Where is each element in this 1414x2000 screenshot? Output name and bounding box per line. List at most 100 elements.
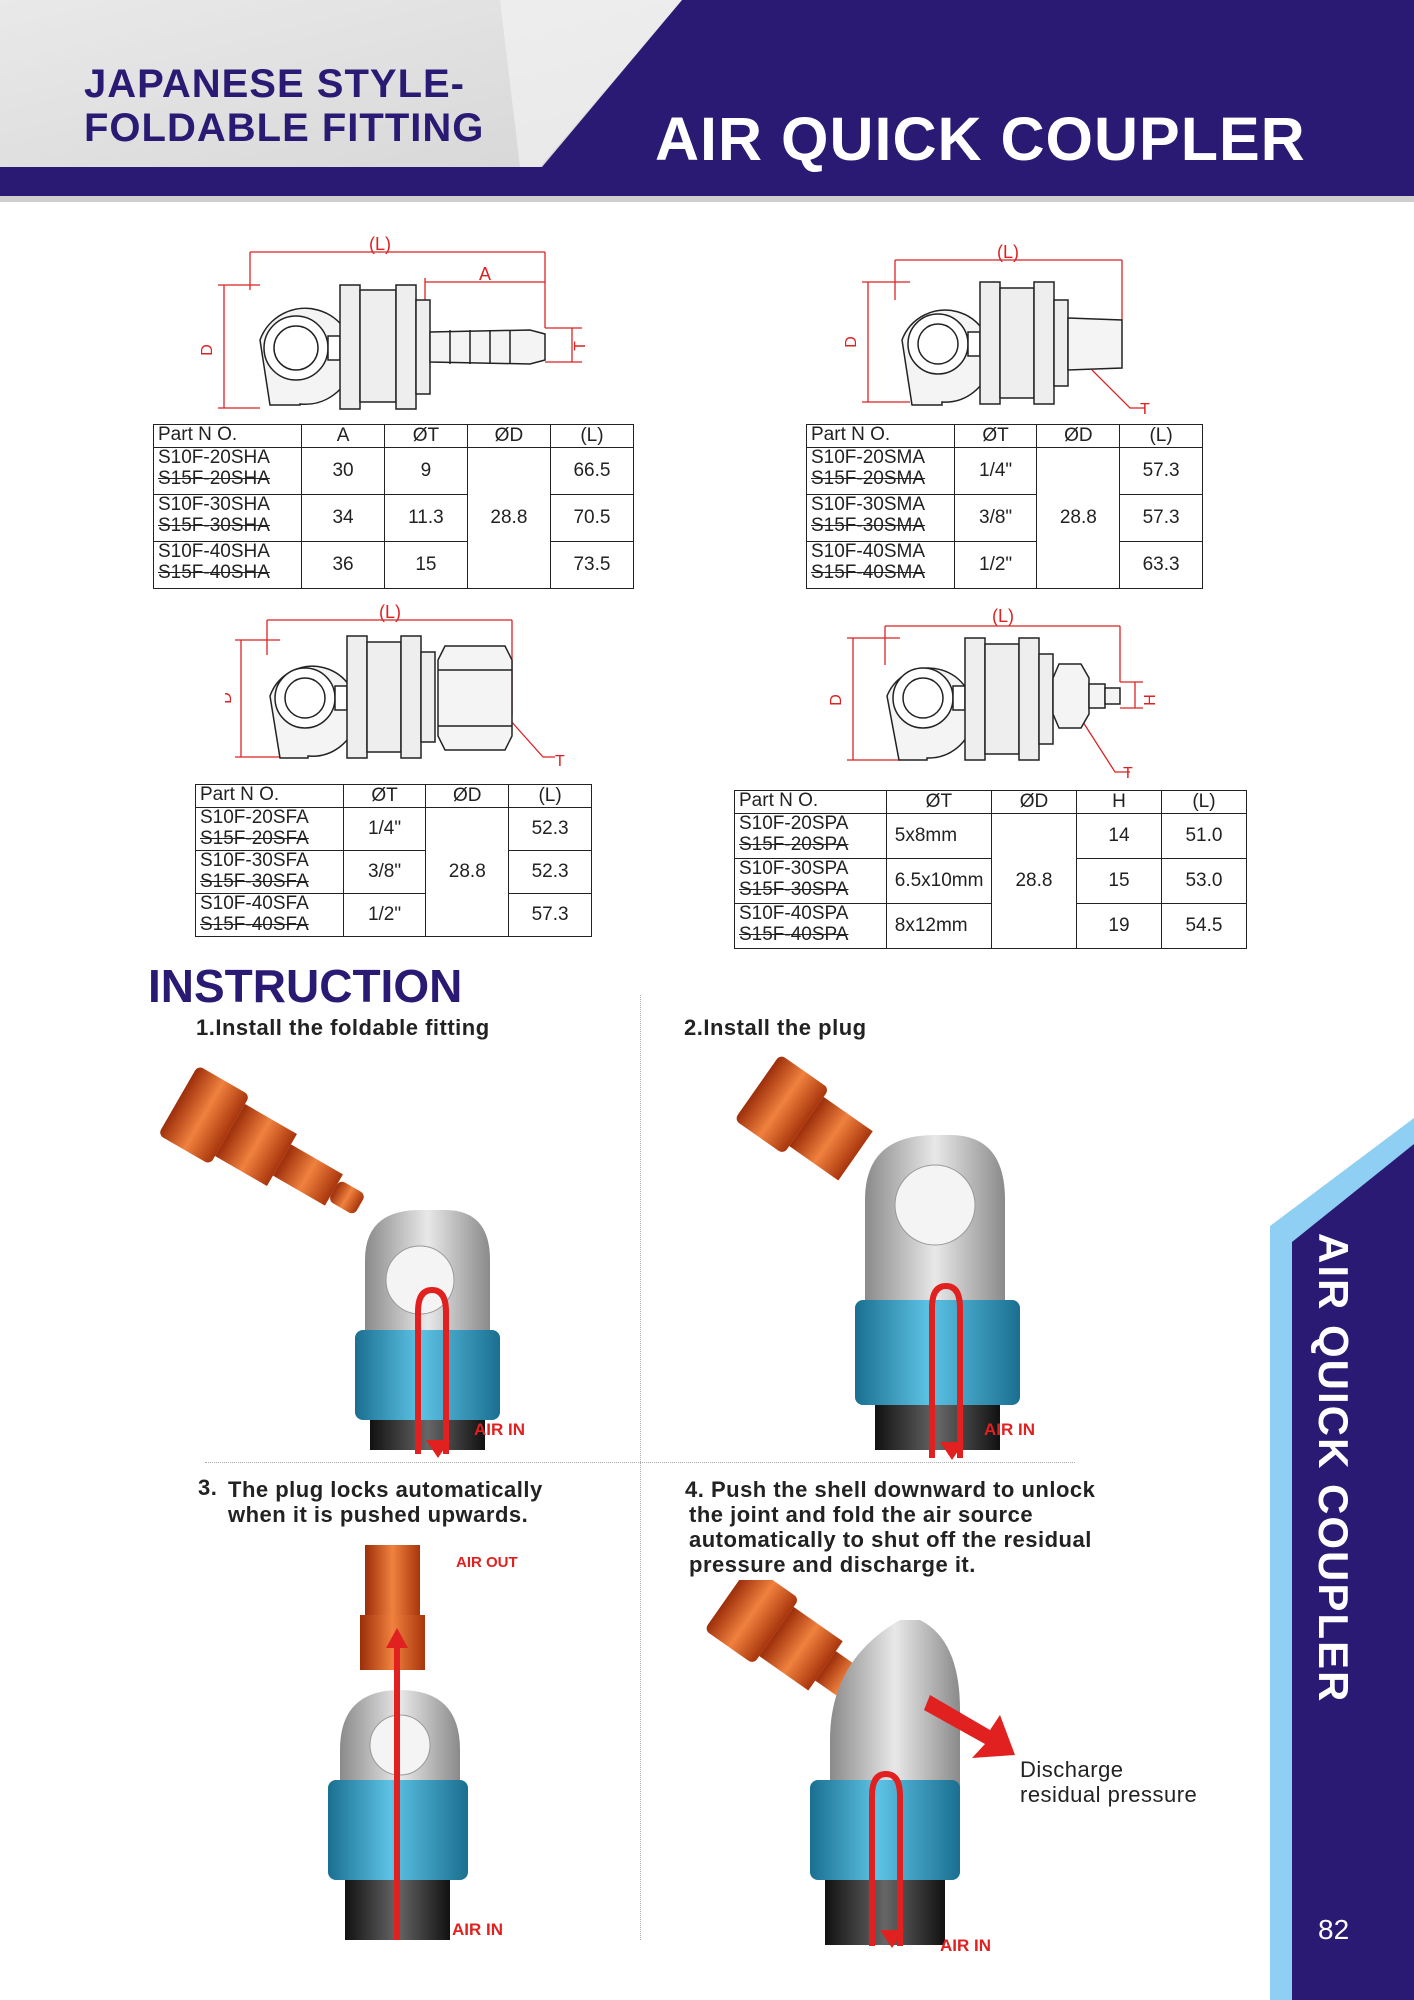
table-header: A — [301, 424, 385, 448]
table-cell: 54.5 — [1160, 903, 1248, 949]
table-cell: 3/8" — [342, 850, 427, 894]
table-header: (L) — [1119, 424, 1203, 448]
dim-label-l: (L) — [997, 242, 1019, 262]
part-number: S15F-20SFA — [200, 828, 309, 849]
table-cell: 15 — [1075, 858, 1162, 904]
air-in-label: AIR IN — [984, 1420, 1035, 1439]
step-1-illustration — [160, 1067, 500, 1458]
table-cell: 63.3 — [1119, 541, 1203, 589]
table-header: ØD — [425, 784, 510, 808]
step-3-number: 3. — [198, 1475, 218, 1500]
table-cell: 57.3 — [1119, 447, 1203, 495]
table-header: ØD — [1036, 424, 1121, 448]
air-in-label: AIR IN — [940, 1936, 991, 1955]
table-cell: 57.3 — [1119, 494, 1203, 542]
step-3-text: The plug locks automatically when it is … — [228, 1477, 543, 1527]
part-number: S10F-40SFA — [200, 893, 309, 914]
table-cell: 28.8 — [466, 447, 551, 589]
step-4-line: automatically to shut off the residual — [689, 1527, 1092, 1552]
step-4-illustration — [706, 1580, 1015, 1948]
table-cell: 6.5x10mm — [885, 858, 992, 904]
divider-vertical — [640, 995, 641, 1940]
table-header: (L) — [549, 424, 635, 448]
step-2-text: 2.Install the plug — [684, 1015, 867, 1040]
drawing-spa: (L) D H T — [828, 606, 1159, 780]
dim-label-d: D — [200, 344, 216, 356]
dim-label-d: D — [225, 692, 235, 704]
part-number: S10F-40SMA — [811, 541, 926, 562]
dim-label-t: T — [555, 753, 565, 770]
discharge-label: Discharge residual pressure — [1020, 1757, 1197, 1807]
table-cell: 53.0 — [1160, 858, 1248, 904]
table-cell: 34 — [301, 494, 385, 542]
part-number: S10F-20SPA — [739, 813, 849, 834]
dim-label-l: (L) — [992, 606, 1014, 626]
dim-label-t: T — [572, 341, 589, 351]
step-4-text: 4. Push the shell downward to unlock the… — [685, 1477, 1095, 1577]
part-number: S10F-20SMA — [811, 447, 926, 468]
dim-label-t: T — [1123, 765, 1133, 780]
table-header: ØD — [990, 790, 1077, 814]
air-in-label: AIR IN — [452, 1920, 503, 1939]
dim-label-t: T — [1140, 401, 1150, 418]
table-header: ØD — [466, 424, 551, 448]
step-3-line: The plug locks automatically — [228, 1477, 543, 1502]
part-number: S15F-40SFA — [200, 914, 309, 935]
header-subtitle-line1: JAPANESE STYLE- — [84, 62, 465, 106]
part-number: S15F-20SPA — [739, 834, 849, 855]
part-number: S15F-30SPA — [739, 879, 849, 900]
table-cell: 14 — [1075, 813, 1162, 859]
table-header: (L) — [1160, 790, 1248, 814]
table-cell: 52.3 — [508, 850, 592, 894]
table-header: ØT — [342, 784, 427, 808]
table-cell: 5x8mm — [885, 813, 992, 859]
table-cell: 28.8 — [1036, 447, 1121, 589]
step-1-text: 1.Install the foldable fitting — [196, 1015, 490, 1040]
table-cell: 1/2" — [342, 893, 427, 937]
part-number: S10F-20SFA — [200, 807, 309, 828]
table-cell: 15 — [383, 541, 468, 589]
table-cell: 28.8 — [990, 813, 1077, 949]
instruction-title: INSTRUCTION — [148, 960, 463, 1012]
step-4-line: pressure and discharge it. — [689, 1552, 976, 1577]
part-number: S10F-40SHA — [158, 541, 270, 562]
drawing-sfa: (L) D T — [225, 602, 565, 770]
part-number: S15F-30SHA — [158, 515, 270, 536]
table-header: ØT — [953, 424, 1038, 448]
table-header: Part N O. — [152, 424, 303, 448]
drawing-sha: (L) A D T — [200, 234, 589, 410]
part-number: S15F-20SMA — [811, 468, 926, 489]
header-subtitle-line2: FOLDABLE FITTING — [84, 106, 485, 150]
table-cell: 66.5 — [549, 447, 635, 495]
air-out-label: AIR OUT — [456, 1554, 518, 1571]
part-number: S10F-30SMA — [811, 494, 926, 515]
table-cell: 9 — [383, 447, 468, 495]
table-cell: 73.5 — [549, 541, 635, 589]
part-number: S10F-30SFA — [200, 850, 309, 871]
part-number: S15F-30SMA — [811, 515, 926, 536]
table-cell: 19 — [1075, 903, 1162, 949]
part-number: S15F-40SHA — [158, 562, 270, 583]
header-title: AIR QUICK COUPLER — [655, 105, 1306, 173]
page-number: 82 — [1318, 1914, 1350, 1945]
table-cell: 57.3 — [508, 893, 592, 937]
table-cell: 36 — [301, 541, 385, 589]
